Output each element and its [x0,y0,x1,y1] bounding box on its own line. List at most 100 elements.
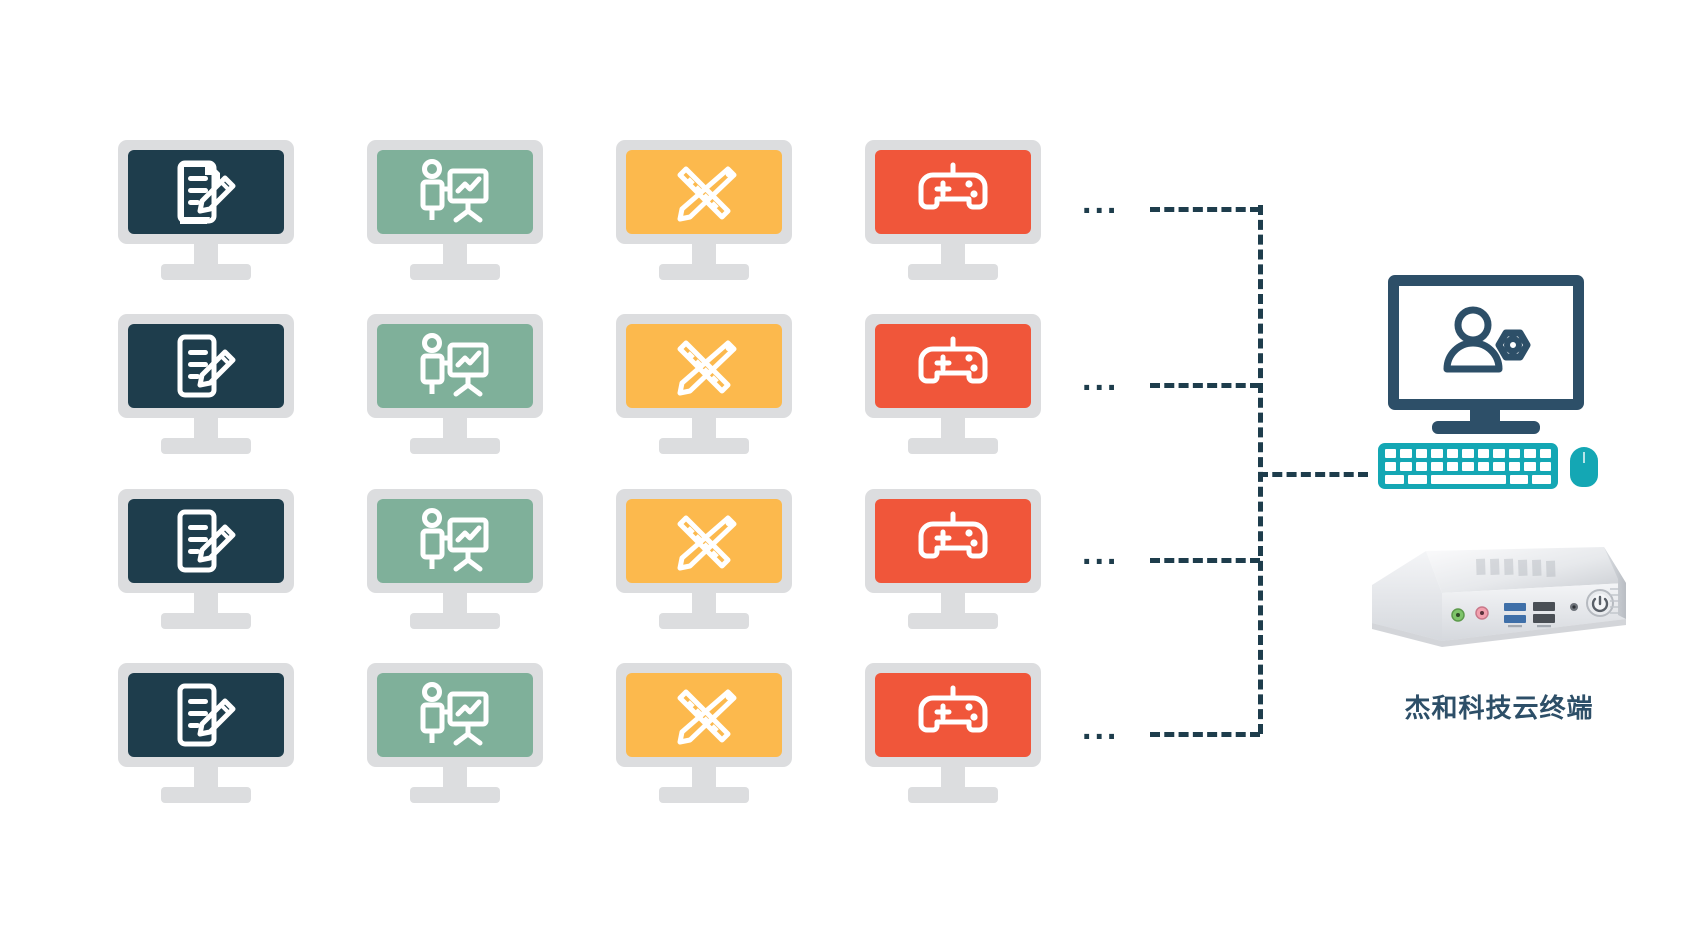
monitor-screen [128,673,284,757]
monitor-base [410,787,500,803]
client-monitor-presentation[interactable] [367,663,543,803]
cloud-terminal-group[interactable] [1378,275,1608,525]
monitor-screen [377,673,533,757]
terminal-monitor-base [1432,421,1540,434]
keyboard-key [1493,462,1505,471]
mouse-icon[interactable] [1570,447,1598,487]
keyboard-key [1431,449,1443,458]
client-monitor-document[interactable] [118,140,294,280]
monitor-screen [875,324,1031,408]
monitor-screen [377,324,533,408]
monitor-screen [626,324,782,408]
monitor-screen [377,499,533,583]
row-ellipsis: ... [1082,709,1120,747]
monitor-bezel [616,140,792,244]
client-monitor-presentation[interactable] [367,489,543,629]
monitor-base [908,264,998,280]
monitor-base [659,613,749,629]
keyboard-key [1539,449,1551,458]
keyboard-key [1446,449,1459,458]
keyboard-icon[interactable] [1378,443,1558,489]
keyboard-key [1508,449,1521,458]
monitor-bezel [118,140,294,244]
keyboard-key [1477,449,1490,458]
client-monitor-gaming[interactable] [865,140,1041,280]
presenter-chart-board-icon [420,508,489,572]
keyboard-key [1509,475,1529,484]
keyboard-key [1493,449,1505,458]
client-monitor-document[interactable] [118,663,294,803]
document-pencil-icon [177,683,236,747]
monitor-screen [377,150,533,234]
client-monitor-document[interactable] [118,314,294,454]
connector-branch-row-3 [1150,558,1260,563]
client-row [112,489,1062,629]
client-monitor-design[interactable] [616,663,792,803]
monitor-base [161,787,251,803]
keyboard-key [1400,462,1412,471]
pencil-ruler-icon [677,166,737,222]
monitor-base [410,438,500,454]
connector-branch-row-1 [1150,207,1260,212]
client-monitor-presentation[interactable] [367,140,543,280]
monitor-screen [626,499,782,583]
terminal-monitor [1388,275,1584,410]
client-monitor-gaming[interactable] [865,314,1041,454]
keyboard-row [1385,475,1551,484]
monitor-bezel [865,140,1041,244]
game-controller-icon [918,162,988,210]
terminal-monitor-neck [1470,410,1500,424]
mini-pc-illustration [1372,547,1626,647]
mini-pc-icon[interactable] [1368,545,1630,663]
monitor-screen [128,324,284,408]
monitor-bezel [367,663,543,767]
keyboard-key [1431,462,1443,471]
client-monitor-gaming[interactable] [865,663,1041,803]
monitor-screen [626,150,782,234]
keyboard-row [1385,462,1551,471]
monitor-bezel [118,663,294,767]
client-row [112,663,1062,803]
pencil-ruler-icon [677,689,737,745]
monitor-base [659,264,749,280]
monitor-bezel [865,314,1041,418]
row-ellipsis: ... [1082,360,1120,398]
monitor-bezel [865,663,1041,767]
client-monitor-design[interactable] [616,314,792,454]
monitor-base [161,264,251,280]
client-row [112,140,1062,280]
keyboard-key [1462,449,1474,458]
monitor-screen [875,673,1031,757]
monitor-bezel [367,314,543,418]
client-monitor-design[interactable] [616,489,792,629]
row-ellipsis: ... [1082,534,1120,572]
monitor-bezel [118,489,294,593]
row-ellipsis: ... [1082,183,1120,221]
client-monitor-gaming[interactable] [865,489,1041,629]
monitor-bezel [118,314,294,418]
user-settings-icon [1443,306,1531,372]
client-monitor-document[interactable] [118,489,294,629]
document-pencil-icon [177,334,236,398]
keyboard-key [1407,475,1427,484]
monitor-screen [875,499,1031,583]
monitor-bezel [616,663,792,767]
game-controller-icon [918,336,988,384]
monitor-base [659,438,749,454]
presenter-chart-board-icon [420,682,489,746]
keyboard-key [1539,462,1551,471]
monitor-bezel [367,140,543,244]
client-monitor-design[interactable] [616,140,792,280]
monitor-base [659,787,749,803]
keyboard-key [1532,475,1551,484]
monitor-bezel [616,314,792,418]
monitor-base [161,613,251,629]
monitor-base [908,613,998,629]
client-monitor-presentation[interactable] [367,314,543,454]
keyboard-key [1400,449,1412,458]
monitor-base [161,438,251,454]
document-pencil-icon [177,160,236,224]
monitor-screen [128,150,284,234]
pencil-ruler-icon [677,515,737,571]
